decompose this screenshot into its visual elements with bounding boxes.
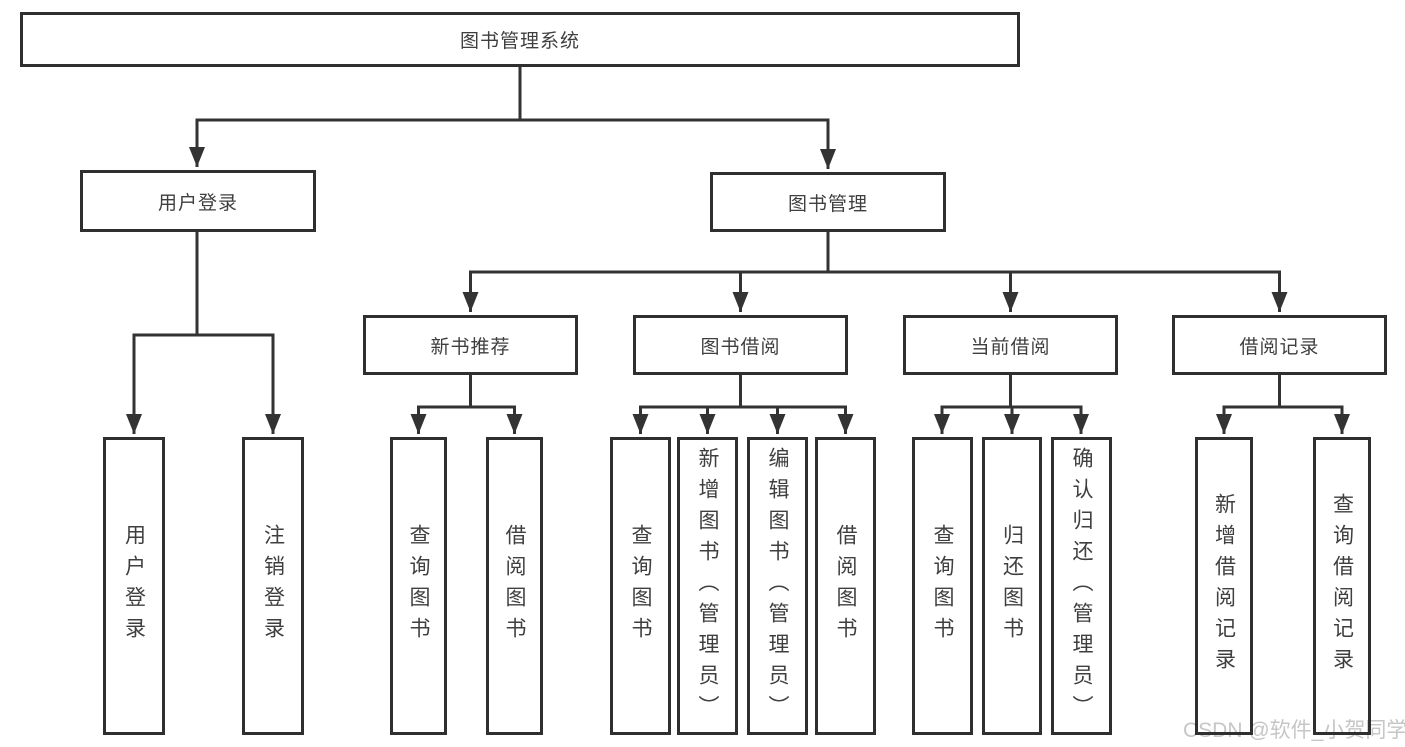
- leaf-edit-books-admin: 编辑图书（管理员）: [747, 437, 808, 735]
- leaf-query-books-current: 查询图书: [912, 437, 973, 735]
- leaf-query-books-current-label: 查询图书: [931, 524, 954, 648]
- leaf-add-borrow-record: 新增借阅记录: [1195, 437, 1253, 735]
- leaf-add-books-admin: 新增图书（管理员）: [677, 437, 738, 735]
- node-book-borrow: 图书借阅: [633, 315, 848, 375]
- node-borrow-records: 借阅记录: [1172, 315, 1387, 375]
- leaf-confirm-return-admin: 确认归还（管理员）: [1051, 437, 1112, 735]
- node-book-borrow-label: 图书借阅: [700, 336, 781, 358]
- leaf-add-books-admin-label: 新增图书（管理员）: [696, 446, 719, 726]
- leaf-query-books-borrow: 查询图书: [610, 437, 671, 735]
- leaf-edit-books-admin-label: 编辑图书（管理员）: [766, 446, 789, 726]
- node-new-book-recommend: 新书推荐: [363, 315, 578, 375]
- leaf-borrow-books-recommend: 借阅图书: [486, 437, 543, 735]
- leaf-query-borrow-record-label: 查询借阅记录: [1330, 493, 1354, 679]
- node-current-borrow-label: 当前借阅: [970, 336, 1051, 358]
- node-user-login-label: 用户登录: [157, 192, 238, 214]
- leaf-add-borrow-record-label: 新增借阅记录: [1212, 493, 1236, 679]
- node-book-management: 图书管理: [710, 172, 946, 232]
- leaf-borrow-books: 借阅图书: [815, 437, 876, 735]
- node-borrow-records-label: 借阅记录: [1239, 336, 1320, 358]
- leaf-query-books-recommend: 查询图书: [390, 437, 447, 735]
- leaf-return-books: 归还图书: [982, 437, 1042, 735]
- node-root-system: 图书管理系统: [20, 12, 1020, 67]
- leaf-logout-action-label: 注销登录: [261, 524, 285, 648]
- leaf-borrow-books-label: 借阅图书: [834, 524, 857, 648]
- leaf-borrow-books-recommend-label: 借阅图书: [503, 524, 526, 648]
- node-root-label: 图书管理系统: [459, 31, 580, 52]
- leaf-confirm-return-admin-label: 确认归还（管理员）: [1070, 446, 1093, 726]
- leaf-query-borrow-record: 查询借阅记录: [1313, 437, 1371, 735]
- node-user-login: 用户登录: [80, 170, 316, 232]
- node-current-borrow: 当前借阅: [903, 315, 1118, 375]
- node-new-book-recommend-label: 新书推荐: [430, 336, 511, 358]
- csdn-watermark: CSDN @软件_小贺同学: [1183, 719, 1405, 742]
- node-book-management-label: 图书管理: [787, 193, 868, 215]
- leaf-user-login-action: 用户登录: [103, 437, 165, 735]
- leaf-return-books-label: 归还图书: [1000, 524, 1024, 648]
- leaf-query-books-borrow-label: 查询图书: [629, 524, 652, 648]
- leaf-query-books-recommend-label: 查询图书: [407, 524, 430, 648]
- leaf-user-login-action-label: 用户登录: [122, 524, 146, 648]
- leaf-logout-action: 注销登录: [242, 437, 304, 735]
